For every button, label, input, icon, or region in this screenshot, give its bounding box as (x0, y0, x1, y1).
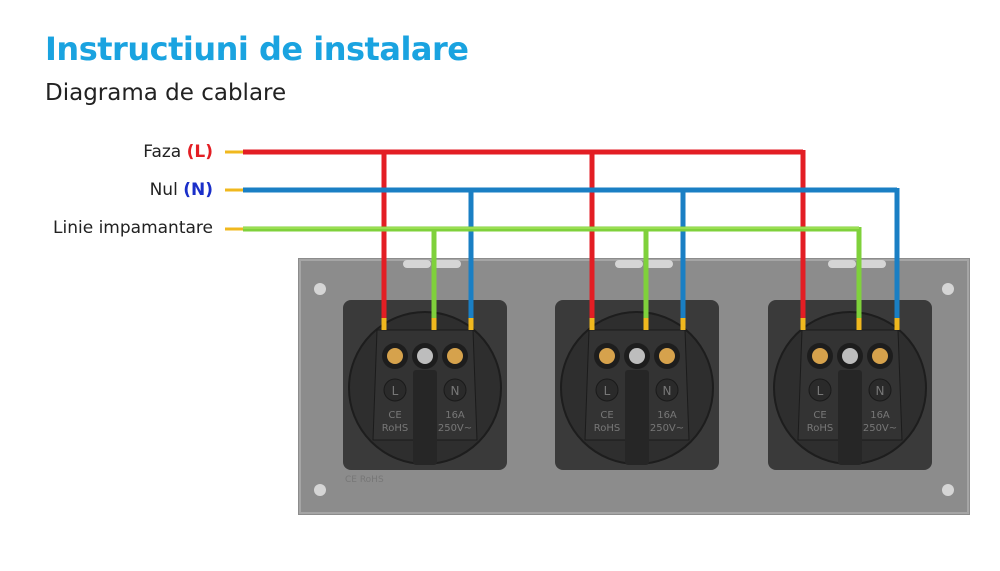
terminal-marker (655, 378, 679, 402)
legend-phase-label: Faza (143, 142, 182, 162)
legend-earth: Linie impamantare (53, 218, 213, 238)
terminal-screw-icon (387, 348, 403, 364)
socket-3: L N CE RoHS 16A 250V~ (768, 260, 932, 470)
legend-neutral: Nul (N) (150, 180, 213, 200)
socket-mark: 250V~ (438, 423, 472, 434)
socket-mark: 250V~ (863, 423, 897, 434)
terminal-marker (383, 378, 407, 402)
terminal-l-label: L (392, 384, 399, 398)
legend-phase-code: (L) (186, 142, 213, 162)
earth-screw-icon (842, 348, 858, 364)
socket-mark: CE (600, 410, 613, 421)
mounting-slot (645, 260, 673, 268)
screw-hole (314, 283, 326, 295)
mounting-slot (403, 260, 431, 268)
terminal-screw-icon (659, 348, 675, 364)
socket-mark: CE (813, 410, 826, 421)
mounting-slot (828, 260, 856, 268)
legend-neutral-label: Nul (149, 180, 178, 200)
socket-2: L N CE RoHS 16A 250V~ (555, 260, 719, 470)
terminal-n-label: N (876, 384, 885, 398)
legend-neutral-code: (N) (183, 180, 213, 200)
mounting-slot (615, 260, 643, 268)
frame-mark: CE RoHS (345, 475, 384, 485)
terminal-screw-icon (812, 348, 828, 364)
terminal-marker (868, 378, 892, 402)
terminal-screw-icon (872, 348, 888, 364)
terminal-marker (808, 378, 832, 402)
legend-phase: Faza (L) (143, 142, 213, 162)
terminal-marker (595, 378, 619, 402)
earth-channel (625, 370, 649, 465)
legend-earth-label: Linie impamantare (53, 218, 213, 238)
page-subtitle: Diagrama de cablare (45, 80, 287, 106)
mounting-slot (433, 260, 461, 268)
socket-1: L N CE RoHS 16A 250V~ CE RoHS (343, 260, 507, 485)
socket-mark: 16A (445, 410, 465, 421)
socket-mark: RoHS (382, 423, 408, 434)
screw-hole (942, 484, 954, 496)
socket-mark: RoHS (594, 423, 620, 434)
socket-mark: 16A (657, 410, 677, 421)
terminal-n-label: N (451, 384, 460, 398)
terminal-l-label: L (817, 384, 824, 398)
socket-mark: RoHS (807, 423, 833, 434)
earth-channel (838, 370, 862, 465)
earth-screw-icon (629, 348, 645, 364)
terminal-n-label: N (663, 384, 672, 398)
socket-mark: CE (388, 410, 401, 421)
terminal-l-label: L (604, 384, 611, 398)
terminal-screw-icon (599, 348, 615, 364)
earth-screw-icon (417, 348, 433, 364)
screw-hole (942, 283, 954, 295)
page-title: Instructiuni de instalare (45, 30, 469, 68)
terminal-marker (443, 378, 467, 402)
earth-channel (413, 370, 437, 465)
socket-mark: 250V~ (650, 423, 684, 434)
terminal-screw-icon (447, 348, 463, 364)
mounting-slot (858, 260, 886, 268)
socket-mark: 16A (870, 410, 890, 421)
screw-hole (314, 484, 326, 496)
